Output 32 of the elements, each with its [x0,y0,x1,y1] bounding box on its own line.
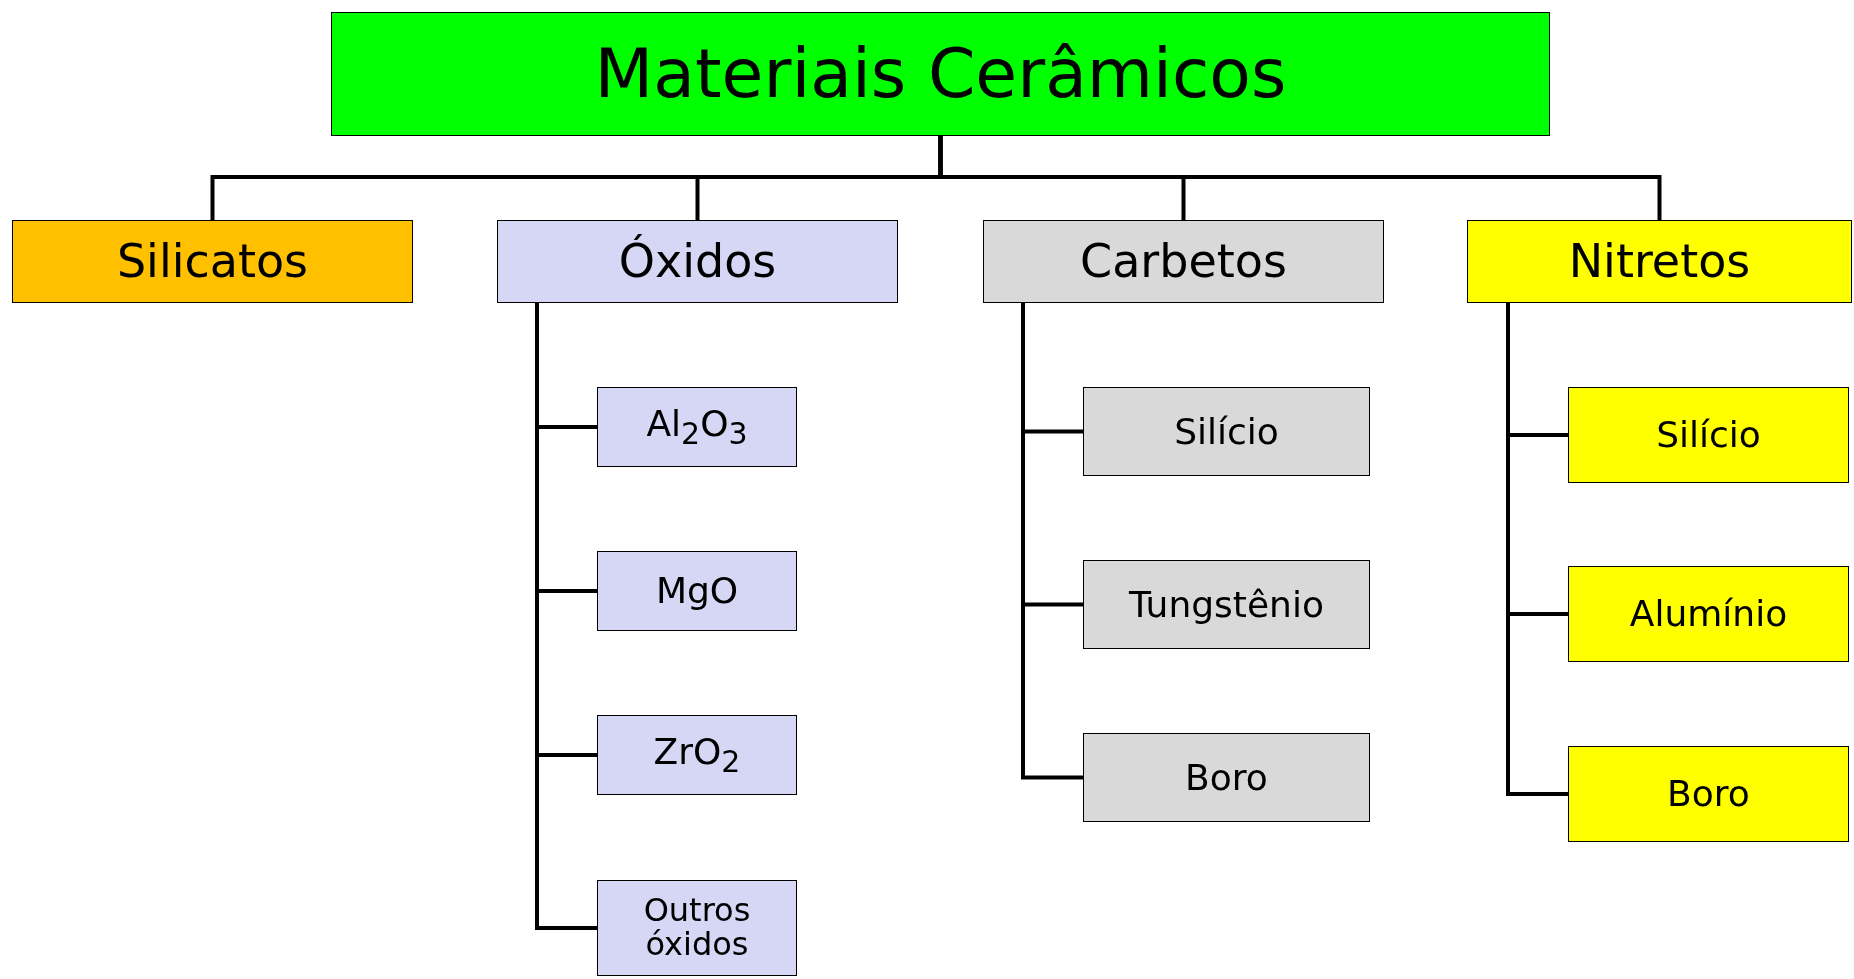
category-box [1083,387,1370,476]
node-label: Boro [1185,758,1268,797]
node-label: Tungstênio [1129,585,1324,624]
node-label: Boro [1667,775,1750,813]
category-box [597,880,797,976]
category-box [597,715,797,795]
node-label: Silício [1656,416,1761,454]
node-label: Silicatos [116,237,309,286]
node-label: Outros óxidos [642,894,752,962]
category-box [497,220,898,303]
category-box [1568,746,1849,842]
connector-line [1506,303,1568,796]
category-box [1083,733,1370,822]
title-box [331,12,1550,136]
node-label: Materiais Cerâmicos [594,38,1287,110]
category-box [1083,560,1370,649]
category-box [983,220,1384,303]
node-label: ZrO$_{2}$ [653,732,741,778]
category-box [1467,220,1852,303]
category-box [1568,387,1849,483]
node-label: Al$_{2}$O$_{3}$ [646,404,748,450]
node-label: Carbetos [1080,237,1287,286]
connector-line [938,136,1662,220]
category-box [12,220,413,303]
connector-line [1021,303,1083,780]
category-box [1568,566,1849,662]
node-label: Nitretos [1568,237,1751,286]
node-label: MgO [655,572,739,610]
category-box [597,551,797,631]
category-box [597,387,797,467]
node-label: Alumínio [1629,595,1788,633]
node-label: Silício [1174,412,1279,451]
